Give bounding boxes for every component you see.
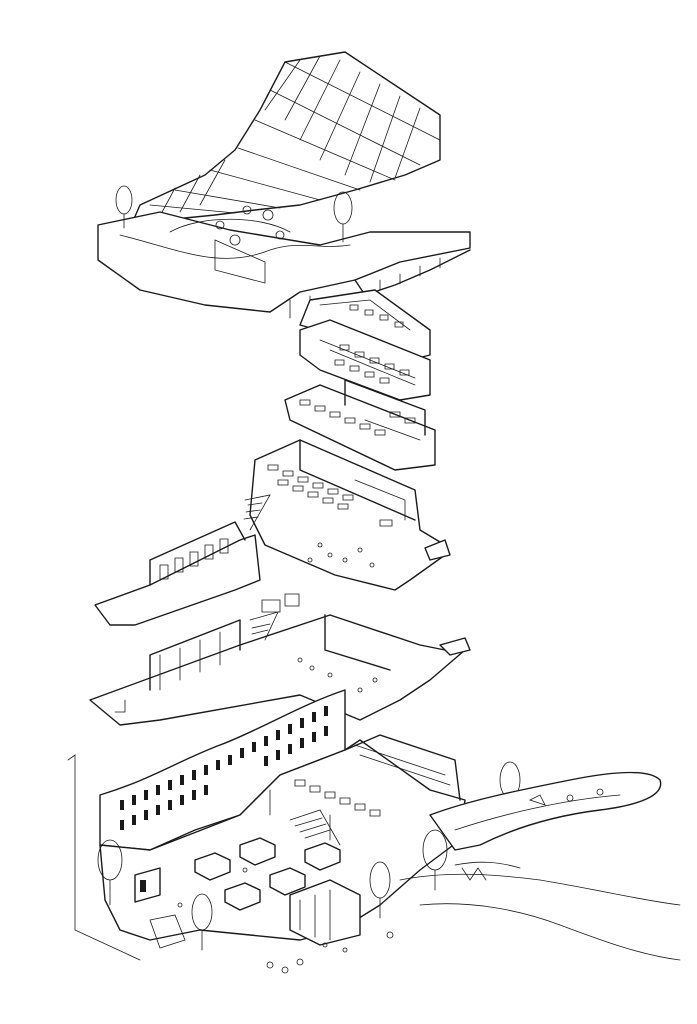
desk-rows-c [300, 400, 420, 440]
roof-trees [116, 186, 352, 245]
people-middle [308, 543, 374, 567]
ground-stair [290, 810, 340, 845]
ground-library-shelves [270, 745, 450, 840]
people-lower [298, 658, 377, 692]
ground-floor-layer [68, 690, 680, 973]
roof-glazing-grid [150, 56, 440, 216]
desk-rows-middle [268, 465, 405, 526]
slab-lower [90, 594, 470, 725]
slab-upper-b [300, 320, 430, 400]
slab-middle [250, 440, 450, 590]
courtyard-boxes [195, 838, 340, 910]
desk-rows-b [320, 340, 415, 385]
slab-upper-c [285, 380, 435, 470]
ground-trees [98, 762, 520, 950]
slab-gallery [95, 495, 270, 625]
roof-layer [98, 52, 470, 318]
facade-windows [120, 706, 328, 830]
people-ground [178, 868, 393, 973]
